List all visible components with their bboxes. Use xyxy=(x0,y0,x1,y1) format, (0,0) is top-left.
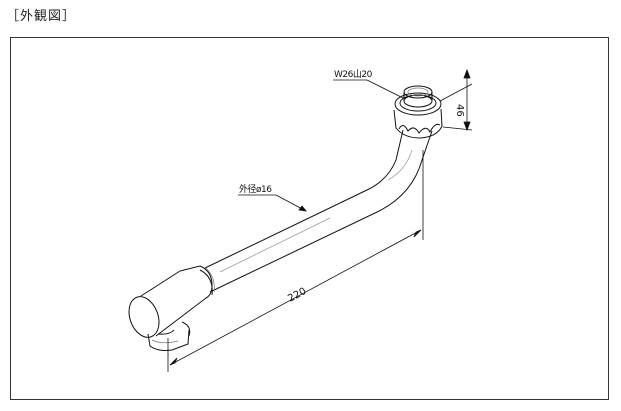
base-housing xyxy=(128,265,213,351)
thread-spec-label: W26山20 xyxy=(334,69,373,80)
top-nut xyxy=(393,85,443,139)
pipe-tube xyxy=(199,129,433,296)
outer-diameter-label: 外径ø16 xyxy=(239,183,272,195)
length-label: 220 xyxy=(286,286,308,305)
height-label: 46 xyxy=(454,104,465,117)
diameter-leader xyxy=(238,194,307,212)
height-dimension xyxy=(439,68,473,132)
length-dimension xyxy=(167,150,424,372)
drawing-frame xyxy=(10,37,609,400)
page-heading: ［外観図］ xyxy=(6,9,77,24)
thread-leader xyxy=(333,79,406,100)
